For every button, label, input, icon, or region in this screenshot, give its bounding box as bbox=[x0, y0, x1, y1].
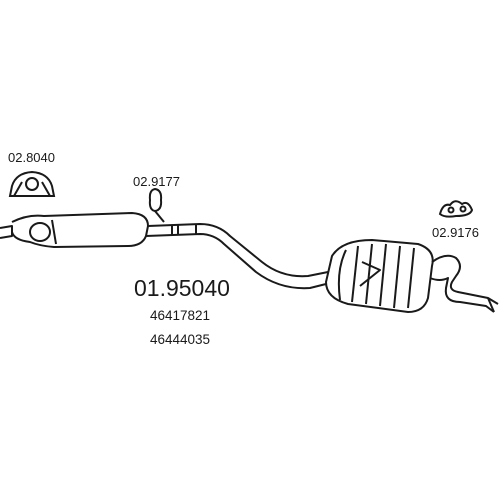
oem-number-1: 46417821 bbox=[150, 308, 210, 323]
pipe-clamp-icon bbox=[8, 170, 56, 197]
hanger-part-number: 02.9177 bbox=[133, 174, 180, 189]
rubber-mount-icon bbox=[438, 200, 474, 218]
mount-part-number: 02.9176 bbox=[432, 225, 479, 240]
clamp-part-number: 02.8040 bbox=[8, 150, 55, 165]
oem-number-2: 46444035 bbox=[150, 332, 210, 347]
main-part-number: 01.95040 bbox=[134, 275, 230, 301]
rubber-hanger-icon bbox=[148, 187, 165, 223]
exhaust-pipe bbox=[0, 212, 499, 313]
